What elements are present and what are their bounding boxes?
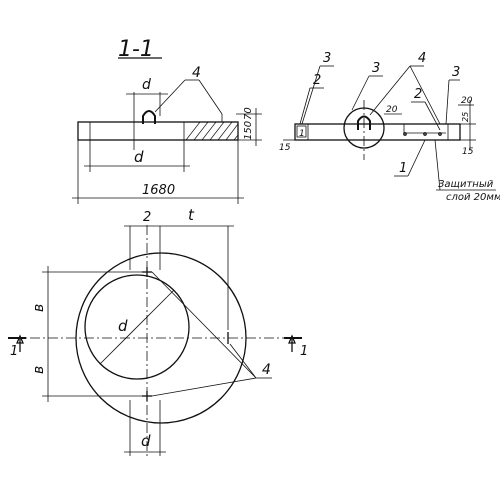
- slab-section: [77, 121, 239, 141]
- section-cut-left: 1: [8, 334, 26, 359]
- section-dim-d-small: d: [142, 77, 151, 93]
- detail-view: 1 3 2 3 4 3 2 20 20 25 15: [279, 51, 500, 203]
- section-view: 1-1 4 d d: [72, 37, 262, 204]
- detail-label-3-right: 3: [452, 65, 460, 80]
- plan-loop-markers: [142, 267, 229, 401]
- section-dim-150: 150: [243, 121, 254, 140]
- section-callout-4: 4: [192, 65, 201, 81]
- plan-dim-b-upper: в: [31, 304, 47, 312]
- lifting-loop: [142, 110, 156, 124]
- detail-dim-15-right: 15: [462, 147, 474, 157]
- plan-opening-circle: [84, 274, 190, 380]
- detail-label-4: 4: [418, 51, 426, 66]
- detail-label-2-left: 2: [313, 73, 321, 88]
- plan-callout-4: 4: [262, 362, 271, 378]
- detail-label-3-mid: 3: [372, 61, 380, 76]
- plan-dim-t: t: [188, 206, 195, 224]
- section-cut-right: 1: [284, 334, 308, 359]
- cut-label-left: 1: [10, 344, 18, 359]
- plan-dim-2: 2: [143, 210, 151, 225]
- detail-dim-20-a: 20: [386, 105, 398, 115]
- cut-label-right: 1: [300, 344, 308, 359]
- section-dim-1680: 1680: [142, 183, 175, 198]
- detail-loop: [357, 115, 371, 130]
- detail-note-line1: Защитный: [438, 179, 494, 190]
- detail-label-2-right: 2: [414, 87, 422, 102]
- detail-label-3-left: 3: [323, 51, 331, 66]
- plan-view: d 2 t в в d 4 1: [8, 206, 308, 458]
- plan-dim-d-diag: d: [118, 317, 128, 335]
- section-dim-70: 70: [243, 107, 254, 120]
- plan-dim-b-lower: в: [31, 366, 47, 374]
- plan-dim-d-bottom: d: [141, 432, 151, 450]
- detail-note-line2: слой 20мм: [446, 192, 500, 203]
- detail-box-1: 1: [299, 129, 305, 139]
- section-dim-d-large: d: [134, 148, 144, 166]
- section-hatching: [183, 121, 239, 141]
- detail-dim-25: 25: [461, 112, 470, 122]
- detail-dim-20-b: 20: [461, 96, 473, 106]
- detail-label-1: 1: [399, 161, 407, 176]
- detail-dim-15-left: 15: [279, 143, 291, 153]
- detail-slab: [294, 123, 461, 141]
